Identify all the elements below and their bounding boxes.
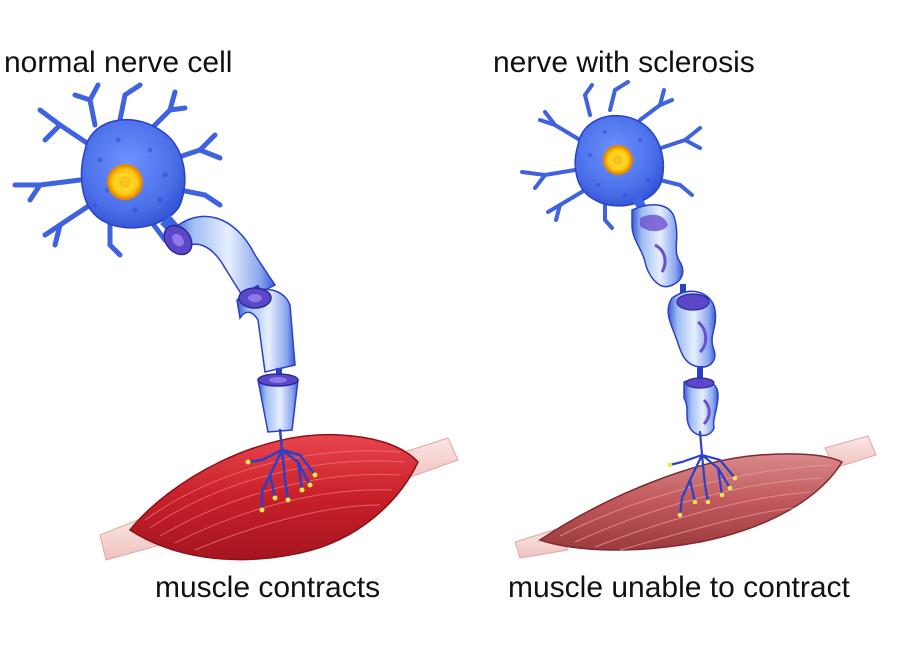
right-panel <box>514 80 877 559</box>
nerve-ending-icon <box>245 428 318 513</box>
muscle-icon <box>514 435 877 559</box>
neuron-icon <box>12 82 223 258</box>
myelin-sheath-icon <box>163 215 299 433</box>
left-panel-title: normal nerve cell <box>4 46 233 79</box>
left-panel <box>12 82 459 561</box>
nerve-ending-icon <box>667 430 738 518</box>
myelin-segment-1 <box>171 215 277 301</box>
right-panel-caption: muscle unable to contract <box>508 571 850 604</box>
left-panel-caption: muscle contracts <box>155 571 381 604</box>
muscle-fibers <box>144 450 406 551</box>
muscle-belly <box>538 453 844 551</box>
myelin-segment-damaged-3 <box>683 378 719 437</box>
neuron-icon <box>520 80 702 230</box>
myelin-sheath-icon <box>631 204 719 437</box>
myelin-segment-3 <box>257 379 299 433</box>
right-panel-title: nerve with sclerosis <box>493 46 755 79</box>
dendrites <box>520 80 702 230</box>
soma-granules <box>588 130 650 197</box>
soma-granules <box>93 137 168 213</box>
